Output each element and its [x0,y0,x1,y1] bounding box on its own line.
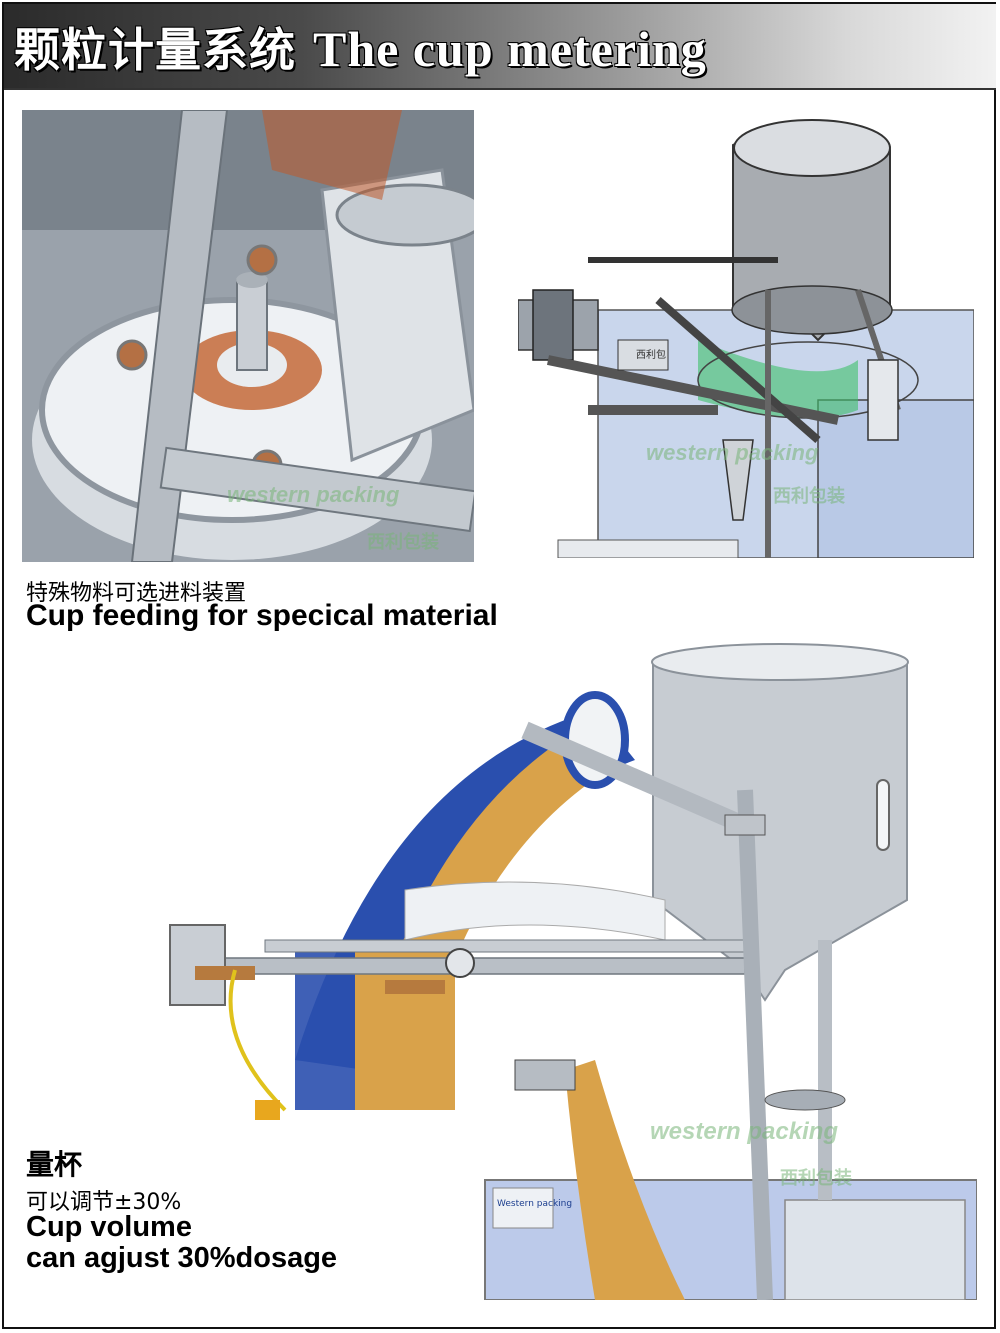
watermark-en: western packing [227,482,400,507]
bottom-caption-en-line2: can agjust 30%dosage [26,1242,338,1274]
top-caption-zh: 特殊物料可选进料装置 [26,581,247,606]
panel-brand-label: 西利包 [636,348,666,361]
bottom-caption-en-line1: Cup volume [26,1211,192,1243]
page-title-zh: 颗粒计量系统 [14,23,296,77]
watermark-zh: 西利包装 [773,486,845,506]
bottom-caption-zh-title: 量杯 [26,1148,83,1181]
watermark-en: western packing [646,440,819,465]
machine-photo: Western packing western packing 西利包装 [165,640,977,1300]
watermark-en: western packing [650,1118,839,1145]
cad-drawing-illustration: 西利包 [518,119,974,558]
hopper-interior-illustration [22,110,474,562]
watermark-zh: 西利包装 [367,532,439,552]
hopper-interior-photo: western packing 西利包装 [22,110,474,562]
page-title: 颗粒计量系统 The cup metering [14,14,707,80]
title-bar: 颗粒计量系统 The cup metering [4,4,996,90]
panel-small-label: Western packing [497,1199,572,1209]
top-caption-en: Cup feeding for specical material [26,599,498,632]
machine-illustration: Western packing [169,643,977,1300]
bottom-caption-zh-sub: 可以调节±30% [26,1190,182,1215]
watermark-zh: 西利包装 [780,1168,852,1188]
page-title-en: The cup metering [313,21,707,77]
cad-drawing: 西利包 western packing 西利包装 [518,110,974,558]
